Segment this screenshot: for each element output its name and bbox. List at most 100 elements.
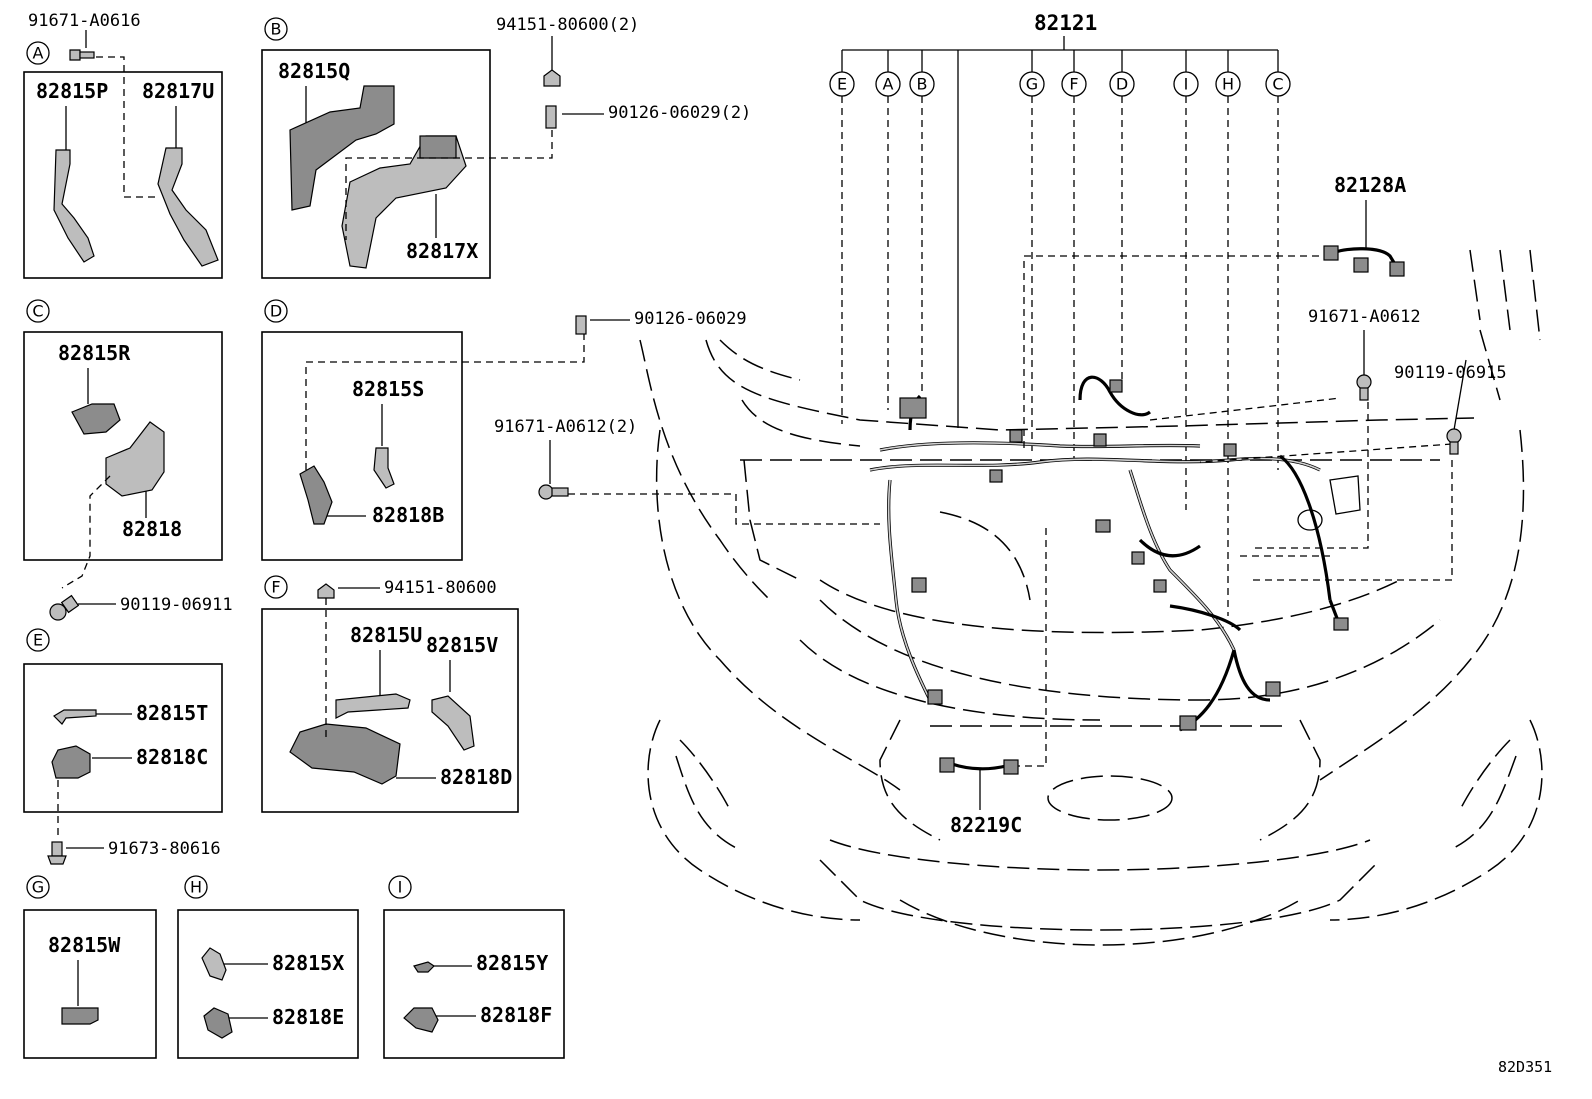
hardware-91671-a0612[interactable]: 91671-A0612 xyxy=(1308,307,1421,401)
callout-90126-06029: 90126-06029 xyxy=(634,309,747,329)
part-82818f-label: 82818F xyxy=(480,1003,552,1027)
branch-g-letter: G xyxy=(1026,75,1038,94)
branch-letter-b[interactable]: B xyxy=(909,50,935,392)
part-82818d-label: 82818D xyxy=(440,765,512,789)
bolt-icon xyxy=(1356,374,1372,401)
part-82818c-label: 82818C xyxy=(136,745,208,769)
hardware-91673-80616[interactable]: 91673-80616 xyxy=(47,839,221,865)
part-82817u-label: 82817U xyxy=(142,79,214,103)
callout-94151-80600: 94151-80600 xyxy=(384,578,497,598)
inset-e-letter: E xyxy=(33,631,43,650)
inset-g-frame xyxy=(23,909,157,1059)
bolt-icon xyxy=(538,484,569,500)
connector-harness-82128a[interactable]: 82128A xyxy=(1323,173,1406,277)
bracket-82815q xyxy=(289,85,395,211)
inset-h[interactable]: H 82815X 82818E xyxy=(177,875,359,1059)
part-82815y-label: 82815Y xyxy=(476,951,548,975)
branch-letter-c[interactable]: C xyxy=(1265,50,1291,470)
hardware-94151-80600[interactable]: 94151-80600 xyxy=(317,578,497,599)
part-82815t-label: 82815T xyxy=(136,701,208,725)
bolt-icon xyxy=(69,49,95,61)
part-82815v-label: 82815V xyxy=(426,633,498,657)
part-82815u-label: 82815U xyxy=(350,623,422,647)
inset-a[interactable]: A 91671-A0616 82815P 82817U xyxy=(23,11,223,279)
part-82815s-label: 82815S xyxy=(352,377,424,401)
part-82815w-label: 82815W xyxy=(48,933,121,957)
bracket-82815r xyxy=(71,403,121,435)
inset-h-frame xyxy=(177,909,359,1059)
bracket-82815p xyxy=(53,149,95,263)
main-harness-view[interactable]: 82121 E A B G xyxy=(556,11,1543,946)
branch-i-letter: I xyxy=(1184,75,1189,94)
hardware-90126-06029[interactable]: 90126-06029 xyxy=(575,309,747,335)
clip-82815t xyxy=(53,709,97,725)
branch-f-letter: F xyxy=(1069,75,1078,94)
inset-d[interactable]: D 82815S 82818B xyxy=(261,299,585,561)
inset-e-frame xyxy=(23,663,223,813)
clip-82818f xyxy=(403,1007,439,1033)
inset-i-frame xyxy=(383,909,565,1059)
part-82219c-label: 82219C xyxy=(950,813,1022,837)
part-82815q-label: 82815Q xyxy=(278,59,350,83)
part-82818-label: 82818 xyxy=(122,517,182,541)
branch-b-letter: B xyxy=(917,75,928,94)
inset-h-letter: H xyxy=(190,878,202,897)
part-82818e-label: 82818E xyxy=(272,1005,344,1029)
inset-g-letter: G xyxy=(32,878,44,897)
clip-82818e xyxy=(203,1007,233,1039)
branch-letter-h[interactable]: H xyxy=(1215,50,1241,616)
inset-b[interactable]: B 82815Q 82817X xyxy=(261,17,491,279)
inset-g[interactable]: G 82815W xyxy=(23,875,157,1059)
connector-harness-82219c[interactable]: 82219C xyxy=(939,757,1022,837)
hardware-91671-a0612-2[interactable]: 91671-A0612(2) xyxy=(494,417,637,500)
bolt-icon xyxy=(47,841,67,865)
callout-91673-80616: 91673-80616 xyxy=(108,839,221,859)
nut-icon xyxy=(317,583,335,599)
harness-82121-label: 82121 xyxy=(1034,11,1097,35)
callout-90126-06029-2: 90126-06029(2) xyxy=(608,103,751,123)
inset-a-marker xyxy=(26,41,50,65)
wiring-harness-82121[interactable] xyxy=(869,375,1361,732)
hardware-94151-80600-2[interactable]: 94151-80600(2) xyxy=(496,15,639,87)
inset-d-letter: D xyxy=(270,302,282,321)
part-82815r-label: 82815R xyxy=(58,341,131,365)
inset-f-letter: F xyxy=(271,578,280,597)
branch-letter-a[interactable]: A xyxy=(875,50,901,410)
branch-letter-f[interactable]: F xyxy=(1061,50,1087,460)
part-82818b-label: 82818B xyxy=(372,503,444,527)
callout-91671-a0612-2: 91671-A0612(2) xyxy=(494,417,637,437)
nut-icon xyxy=(543,69,561,87)
clip-82815x xyxy=(201,947,227,981)
callout-94151-80600-2: 94151-80600(2) xyxy=(496,15,639,35)
inset-b-frame xyxy=(261,49,491,279)
branch-c-letter: C xyxy=(1272,75,1283,94)
hardware-90119-06911[interactable]: 90119-06911 xyxy=(49,594,233,621)
bracket-82815s xyxy=(373,447,395,489)
callout-90119-06911: 90119-06911 xyxy=(120,595,233,615)
clip-82815y xyxy=(413,961,435,973)
stud-icon xyxy=(575,315,587,335)
part-82817x-label: 82817X xyxy=(406,239,478,263)
stud-icon xyxy=(545,105,557,129)
bolt-icon xyxy=(49,594,80,621)
part-82815p-label: 82815P xyxy=(36,79,108,103)
inset-c-letter: C xyxy=(32,302,43,321)
hardware-90126-06029-2[interactable]: 90126-06029(2) xyxy=(345,103,751,240)
inset-c[interactable]: C 82815R 82818 xyxy=(23,299,223,589)
branch-letter-i[interactable]: I xyxy=(1173,50,1199,510)
part-82815x-label: 82815X xyxy=(272,951,344,975)
part-82128a-label: 82128A xyxy=(1334,173,1406,197)
bolt-icon xyxy=(1446,428,1462,455)
inset-f[interactable]: F 82815U 82815V 82818D xyxy=(261,575,519,813)
inset-e[interactable]: E 82815T 82818C xyxy=(23,628,223,840)
inset-i[interactable]: I 82815Y 82818F xyxy=(383,875,565,1059)
hardware-90119-06915[interactable]: 90119-06915 xyxy=(1394,359,1507,455)
bracket-82818d xyxy=(289,723,401,785)
inset-i-letter: I xyxy=(398,878,403,897)
branch-letter-d[interactable]: D xyxy=(1109,50,1135,380)
branch-letter-e[interactable]: E xyxy=(829,50,855,424)
bracket-82818 xyxy=(105,421,165,497)
branch-letter-g[interactable]: G xyxy=(1019,50,1045,452)
bracket-82818b xyxy=(299,465,333,525)
